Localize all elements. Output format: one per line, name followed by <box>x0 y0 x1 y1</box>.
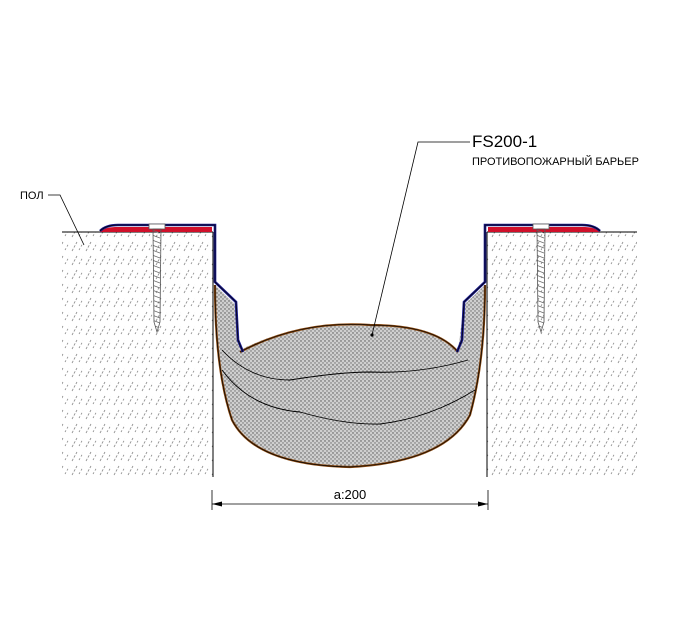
left-concrete-slab <box>62 231 214 477</box>
right-concrete-slab <box>486 231 637 477</box>
floor-label: ПОЛ <box>20 190 44 202</box>
floor-leader <box>48 194 85 246</box>
product-description: ПРОТИВОПОЖАРНЫЙ БАРЬЕР <box>472 155 639 168</box>
left-screw <box>148 223 166 334</box>
fold-line-2 <box>221 369 476 425</box>
fire-barrier-body <box>215 285 485 467</box>
product-leader <box>370 141 470 337</box>
product-code: FS200-1 <box>472 132 537 151</box>
fire-barrier-outline-inner <box>214 284 486 468</box>
dimension-label: a:200 <box>334 487 367 502</box>
fold-line-1 <box>221 349 469 381</box>
fire-barrier <box>213 284 487 469</box>
dimension-line <box>211 490 489 510</box>
right-screw <box>532 223 550 334</box>
